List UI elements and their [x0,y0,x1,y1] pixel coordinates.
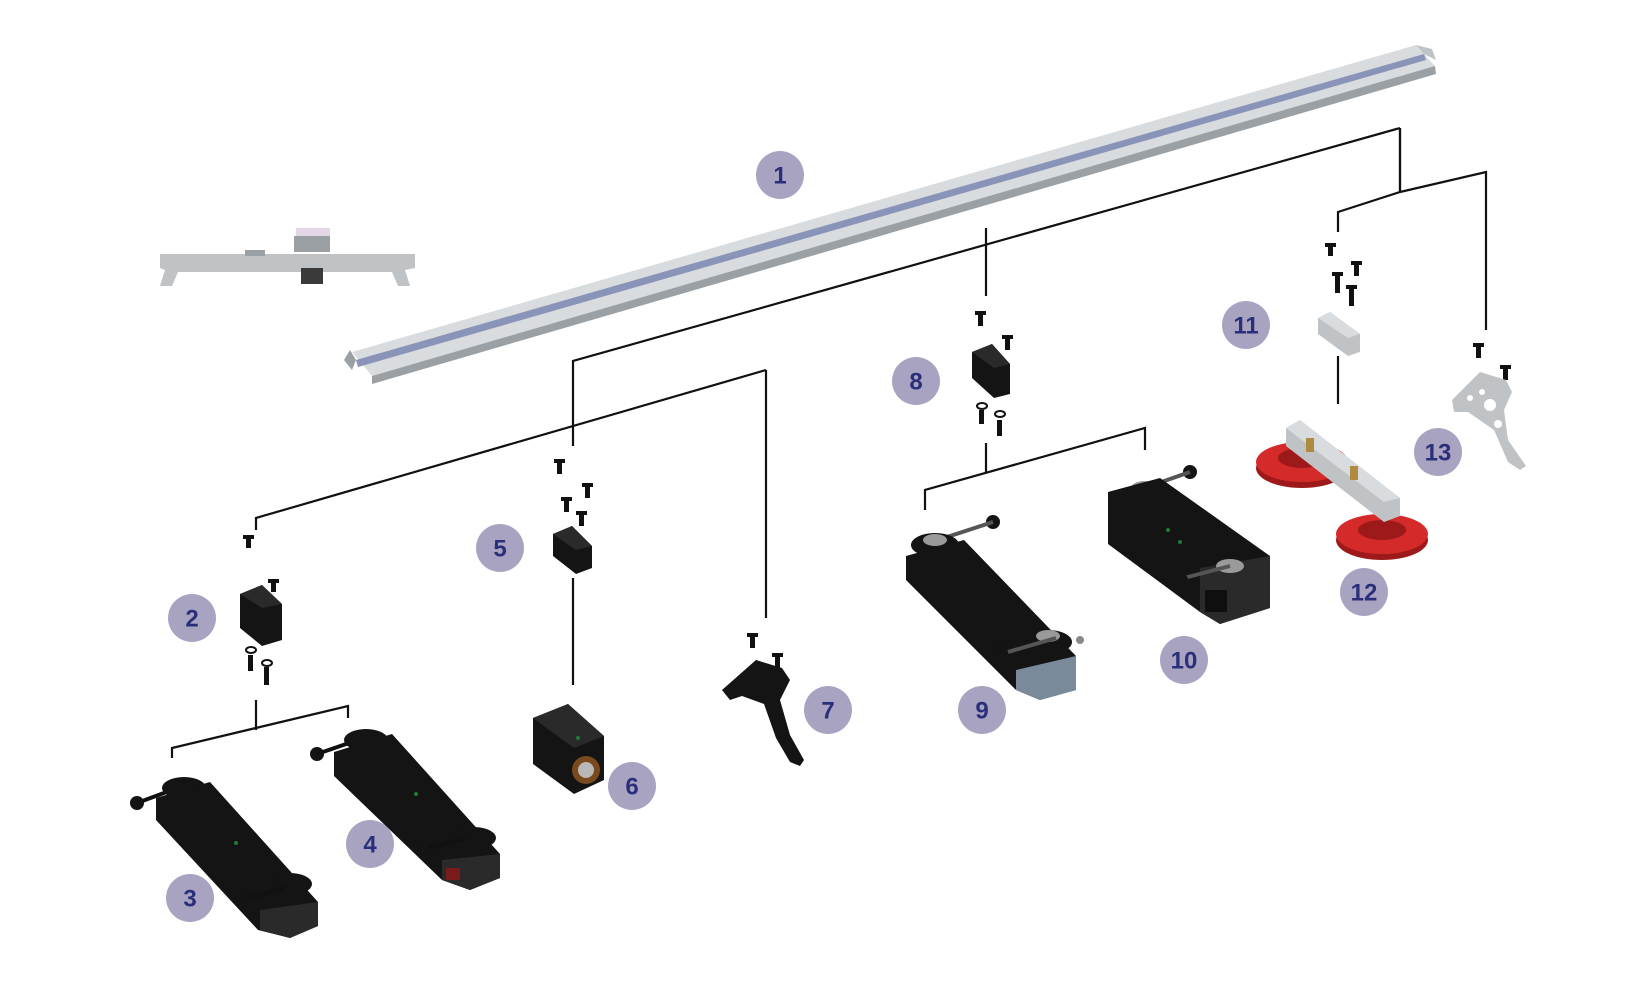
callout-10: 10 [1160,636,1208,684]
double-clamp-arm-9-icon [906,515,1084,700]
callout-2: 2 [168,594,216,642]
callout-label-12: 12 [1351,580,1378,607]
callout-label-2: 2 [185,606,198,633]
callout-12: 12 [1340,568,1388,616]
callout-8: 8 [892,357,940,405]
callout-6: 6 [608,762,656,810]
callout-label-7: 7 [821,698,834,725]
callout-label-3: 3 [183,886,196,913]
callout-label-11: 11 [1233,313,1258,340]
callout-label-9: 9 [975,698,988,725]
callout-11: 11 [1222,301,1270,349]
callout-4: 4 [346,820,394,868]
adapter-block-2-icon [240,535,282,685]
slide-clamp-10-icon [1108,465,1270,624]
bracket-7-icon [722,633,804,766]
clamp-arm-3-icon [130,777,318,938]
leader-lines [170,126,1488,758]
callout-label-5: 5 [493,536,506,563]
callout-label-4: 4 [363,832,377,859]
callout-5: 5 [476,524,524,572]
callout-label-8: 8 [909,369,922,396]
rail-profile-section-icon [160,228,415,286]
callout-label-6: 6 [625,774,638,801]
callout-3: 3 [166,874,214,922]
cube-mount-6-icon [533,704,604,794]
perforated-bracket-13-icon [1452,343,1526,470]
clamp-arm-4-icon [310,729,500,890]
callout-9: 9 [958,686,1006,734]
suction-cup-bar-12-icon [1256,420,1428,560]
adapter-block-5-icon [553,459,593,574]
callout-label-1: 1 [773,163,786,190]
callout-7: 7 [804,686,852,734]
adapter-block-8-icon [972,311,1013,436]
callout-13: 13 [1414,428,1462,476]
adapter-block-11-icon [1318,243,1362,356]
callout-label-10: 10 [1171,648,1198,675]
callout-1: 1 [756,151,804,199]
aluminum-rail-icon [344,45,1436,384]
callout-label-13: 13 [1425,440,1452,467]
